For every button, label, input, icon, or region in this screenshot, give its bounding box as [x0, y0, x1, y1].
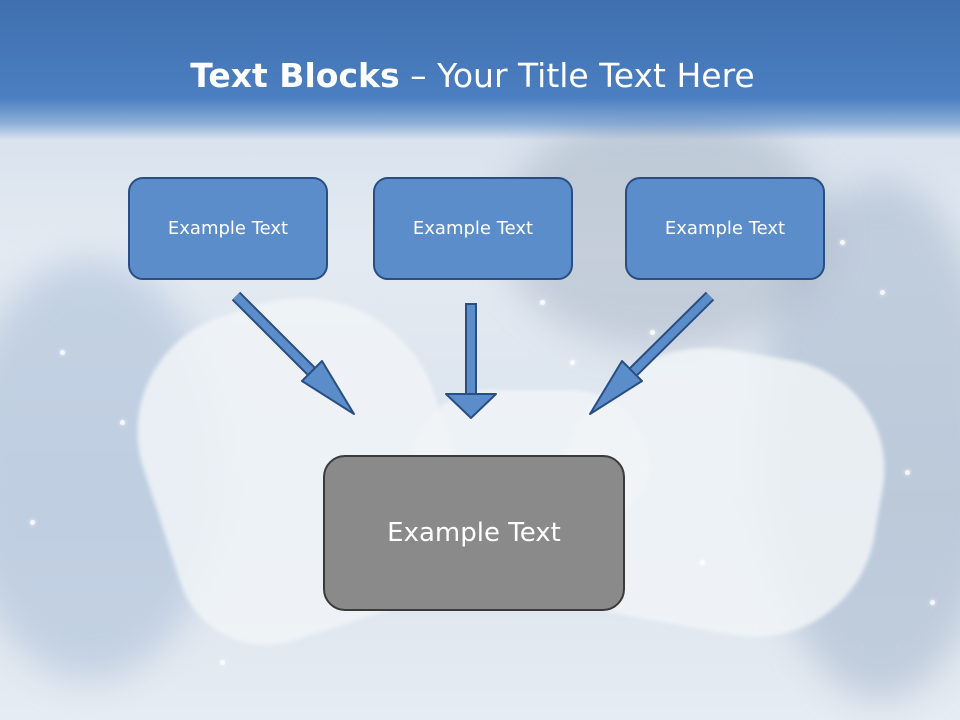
snowflake [540, 300, 545, 305]
result-text-block-label: Example Text [387, 518, 561, 548]
snowflake [700, 560, 705, 565]
title-bar [0, 0, 960, 140]
snowflake [60, 350, 65, 355]
snowflake [30, 520, 35, 525]
title-bold-part: Text Blocks [190, 56, 400, 95]
snowflake [570, 360, 575, 365]
snowflake [880, 290, 885, 295]
text-block-3-label: Example Text [664, 218, 786, 239]
text-block-2[interactable]: Example Text [373, 177, 573, 280]
title-separator: – [399, 56, 438, 95]
text-block-1[interactable]: Example Text [128, 177, 328, 280]
text-block-3[interactable]: Example Text [625, 177, 825, 280]
text-block-2-label: Example Text [412, 218, 534, 239]
result-text-block[interactable]: Example Text [323, 455, 625, 611]
text-block-1-label: Example Text [167, 218, 289, 239]
snowflake [905, 470, 910, 475]
title-rest-part: Your Title Text Here [437, 56, 755, 95]
snowflake [220, 660, 225, 665]
snowflake [120, 420, 125, 425]
snowflake [930, 600, 935, 605]
slide-title[interactable]: Text Blocks – Your Title Text Here [0, 56, 945, 96]
snowflake [650, 330, 655, 335]
snowflake [840, 240, 845, 245]
